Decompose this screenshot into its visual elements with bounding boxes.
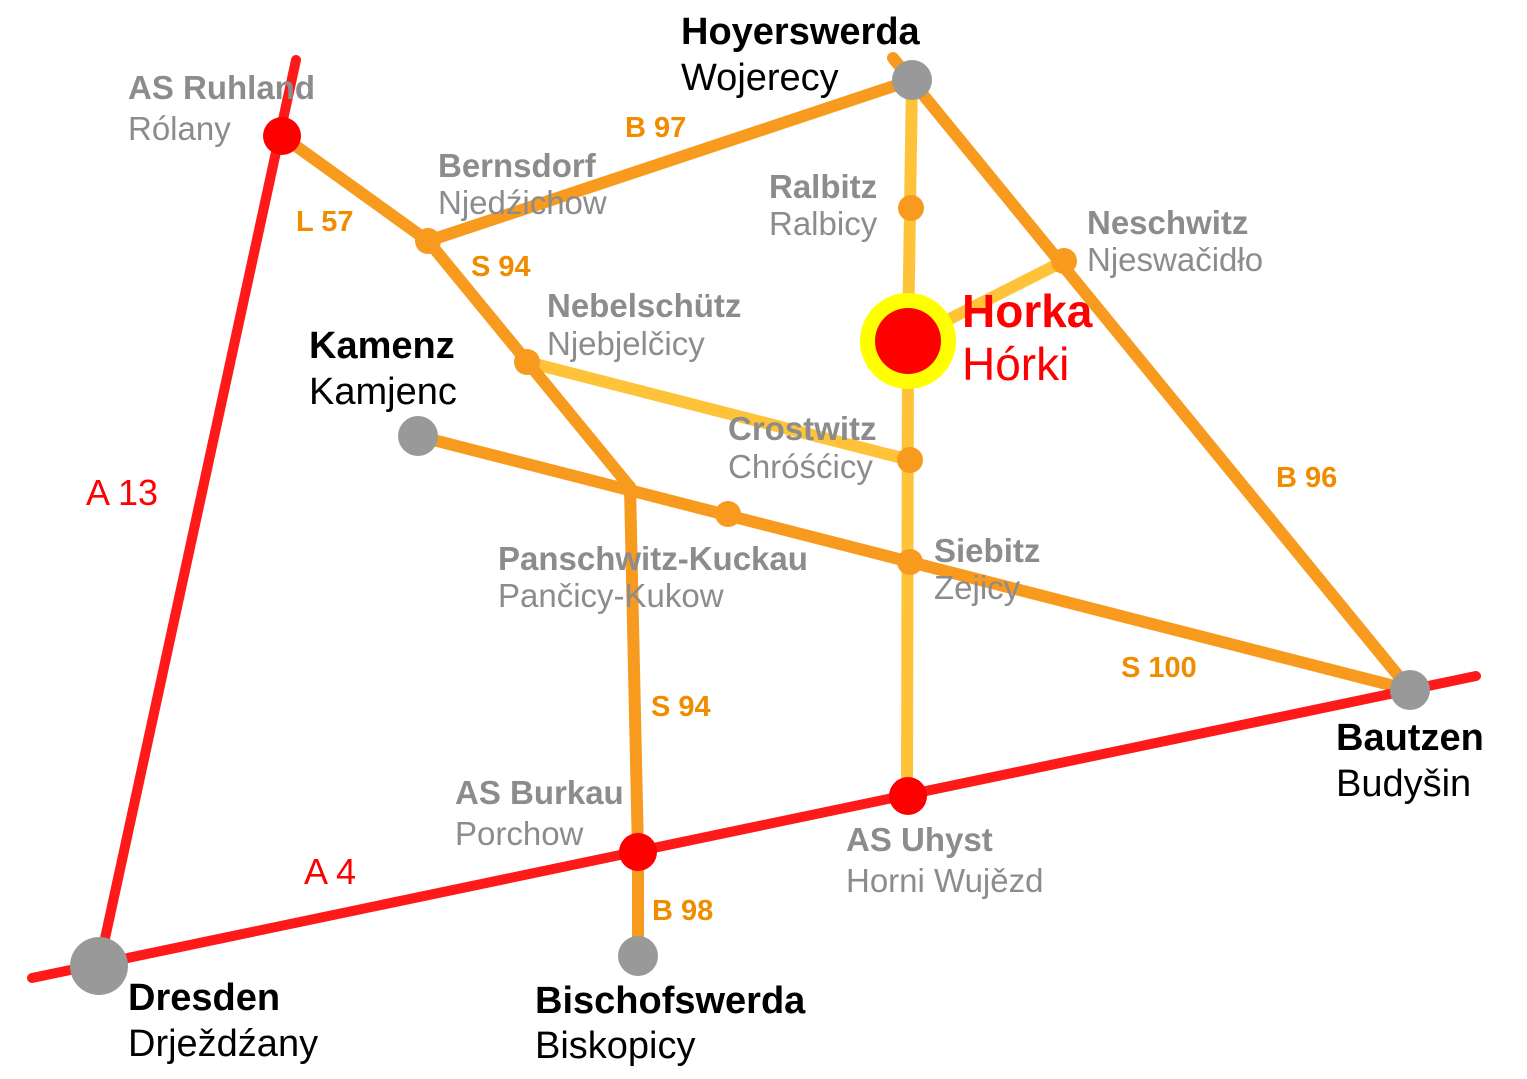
node-neschwitz — [1051, 248, 1077, 274]
label-a13: A 13 — [86, 472, 158, 513]
roads — [27, 52, 1481, 983]
nodes — [70, 60, 1430, 995]
label-s94-north: S 94 — [471, 251, 531, 283]
label-b96: B 96 — [1276, 462, 1337, 494]
label-crostwitz-de: Crostwitz — [728, 410, 877, 447]
node-siebitz — [897, 549, 923, 575]
label-horka-hsb: Hórki — [962, 338, 1069, 390]
label-b98: B 98 — [652, 895, 713, 927]
node-panschwitz — [715, 501, 741, 527]
node-bischofswerda — [618, 936, 658, 976]
label-uhyst-hsb: Horni Wujězd — [846, 862, 1043, 899]
label-horka-de: Horka — [962, 285, 1093, 337]
label-nebelschuetz-hsb: Njebjelčicy — [547, 325, 705, 362]
label-hoyerswerda-hsb: Wojerecy — [681, 57, 839, 99]
node-kamenz — [398, 416, 438, 456]
node-burkau — [619, 833, 657, 871]
label-ralbitz-de: Ralbitz — [769, 168, 877, 205]
node-horka — [875, 308, 941, 374]
node-uhyst — [889, 777, 927, 815]
label-neschwitz-hsb: Njeswačidło — [1087, 241, 1263, 278]
node-bautzen — [1390, 670, 1430, 710]
label-nebelschuetz-de: Nebelschütz — [547, 287, 741, 324]
label-burkau-hsb: Porchow — [455, 815, 584, 852]
label-ralbitz-hsb: Ralbicy — [769, 205, 878, 242]
label-s100: S 100 — [1121, 652, 1197, 684]
road-nebelschuetz-crostwitz — [521, 356, 916, 466]
label-bischofswerda-hsb: Biskopicy — [535, 1025, 696, 1067]
node-bernsdorf — [415, 228, 441, 254]
road-l57 — [276, 130, 434, 247]
label-burkau-de: AS Burkau — [455, 774, 624, 811]
node-ruhland — [263, 117, 301, 155]
node-crostwitz — [897, 447, 923, 473]
road-a4 — [27, 671, 1481, 983]
label-kamenz-de: Kamenz — [309, 325, 455, 367]
node-dresden — [70, 937, 128, 995]
road-a13 — [94, 55, 301, 971]
label-crostwitz-hsb: Chróśćicy — [728, 448, 873, 485]
label-ruhland-hsb: Rólany — [128, 110, 231, 147]
label-neschwitz-de: Neschwitz — [1087, 204, 1248, 241]
road-b96 — [887, 52, 1416, 696]
label-siebitz-de: Siebitz — [934, 532, 1040, 569]
label-siebitz-hsb: Zejicy — [934, 569, 1021, 606]
label-uhyst-de: AS Uhyst — [846, 821, 993, 858]
node-nebelschuetz — [514, 349, 540, 375]
road-labels: A 13 A 4 B 97 L 57 S 94 S 94 B 96 S 100 … — [86, 112, 1337, 927]
road-s94-south — [624, 481, 644, 858]
node-hoyerswerda — [892, 60, 932, 100]
label-a4: A 4 — [304, 851, 356, 892]
label-kamenz-hsb: Kamjenc — [309, 371, 457, 413]
label-bernsdorf-hsb: Njedźichow — [438, 184, 607, 221]
label-dresden-hsb: Drježdźany — [128, 1023, 318, 1065]
label-panschwitz-de: Panschwitz-Kuckau — [498, 540, 808, 577]
label-l57: L 57 — [296, 206, 354, 238]
node-ralbitz — [898, 195, 924, 221]
label-bautzen-de: Bautzen — [1336, 717, 1484, 759]
label-bischofswerda-de: Bischofswerda — [535, 980, 806, 1022]
label-hoyerswerda-de: Hoyerswerda — [681, 11, 921, 53]
label-bernsdorf-de: Bernsdorf — [438, 147, 597, 184]
label-panschwitz-hsb: Pančicy-Kukow — [498, 577, 724, 614]
road-b97 — [422, 74, 918, 247]
label-ruhland-de: AS Ruhland — [128, 69, 315, 106]
label-s94-south: S 94 — [651, 691, 711, 723]
label-bautzen-hsb: Budyšin — [1336, 763, 1471, 805]
place-labels: Hoyerswerda Wojerecy AS Ruhland Rólany B… — [128, 11, 1484, 1067]
label-b97: B 97 — [625, 112, 686, 144]
label-dresden-de: Dresden — [128, 977, 280, 1019]
